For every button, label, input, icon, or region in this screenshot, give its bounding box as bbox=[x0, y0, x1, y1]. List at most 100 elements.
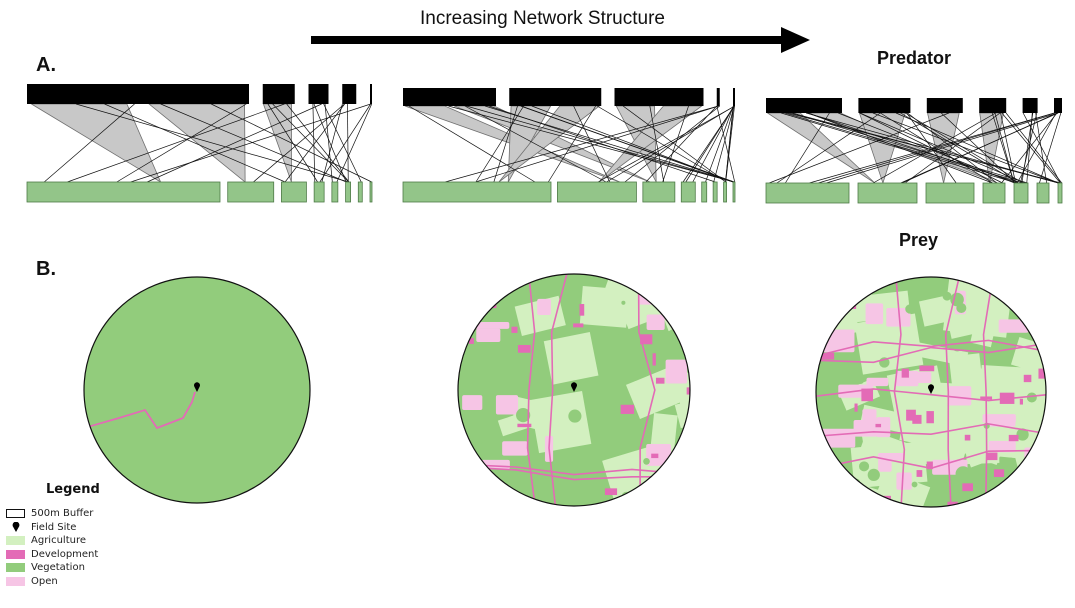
development-patch bbox=[652, 353, 656, 366]
development-patch bbox=[901, 368, 909, 378]
open-patch bbox=[646, 314, 665, 330]
interaction-link bbox=[791, 112, 1028, 184]
prey-node bbox=[982, 182, 1006, 204]
open-patch bbox=[537, 298, 551, 316]
agriculture-patch bbox=[963, 366, 999, 405]
interaction-link bbox=[408, 105, 536, 183]
development-patch bbox=[1023, 374, 1032, 383]
predator-node bbox=[342, 84, 357, 104]
agriculture-patch bbox=[860, 404, 937, 440]
vegetation-patch bbox=[568, 409, 582, 423]
interaction-link bbox=[475, 105, 524, 183]
arrow-shaft bbox=[311, 36, 783, 44]
open-patch bbox=[473, 322, 510, 329]
road bbox=[982, 277, 994, 507]
road bbox=[526, 274, 536, 506]
interaction-link bbox=[1039, 112, 1062, 184]
development-patch bbox=[579, 304, 585, 316]
interaction-link bbox=[787, 112, 1062, 184]
development-patch bbox=[1008, 434, 1019, 442]
agriculture-patch bbox=[543, 332, 599, 385]
vegetation-patch bbox=[956, 302, 967, 314]
open-patch bbox=[866, 377, 889, 387]
legend-item-development: Development bbox=[6, 548, 146, 562]
legend-label-open: Open bbox=[31, 575, 58, 587]
vegetation-patch bbox=[942, 291, 952, 301]
interaction-link bbox=[488, 105, 716, 183]
prey-node bbox=[357, 181, 363, 203]
vegetation-patch bbox=[1007, 457, 1014, 464]
road bbox=[84, 391, 196, 431]
vegetation-patch bbox=[643, 458, 650, 465]
open-patch bbox=[948, 386, 972, 406]
road bbox=[816, 388, 1046, 402]
predator-node bbox=[1054, 98, 1062, 113]
predator-node bbox=[27, 84, 249, 104]
legend: Legend 500m Buffer Field Site Agricultur… bbox=[6, 482, 146, 588]
prey-node bbox=[1057, 182, 1063, 204]
vegetation-patch bbox=[867, 468, 880, 482]
predator-node bbox=[1022, 98, 1038, 113]
legend-label-development: Development bbox=[31, 548, 99, 560]
landscape-map-3 bbox=[815, 276, 1047, 508]
predator-node bbox=[262, 84, 295, 104]
open-patch bbox=[687, 476, 690, 492]
vegetation-patch bbox=[621, 300, 626, 305]
interaction-link bbox=[880, 112, 993, 184]
interaction-link bbox=[267, 103, 318, 183]
agriculture-patch bbox=[1028, 490, 1046, 507]
interaction-link bbox=[685, 105, 735, 183]
interaction-link bbox=[464, 105, 607, 183]
interaction-link bbox=[445, 105, 719, 183]
interaction-link bbox=[705, 105, 734, 183]
development-patch bbox=[964, 434, 971, 441]
development-patch bbox=[1019, 398, 1023, 405]
interaction-link bbox=[596, 105, 727, 183]
development-patch bbox=[912, 414, 922, 424]
prey-node bbox=[26, 181, 221, 203]
open-patch bbox=[821, 428, 856, 448]
landscape-map-1 bbox=[83, 276, 311, 504]
interaction-link bbox=[1001, 112, 1061, 184]
development-patch bbox=[604, 488, 618, 496]
interaction-link bbox=[725, 105, 735, 183]
open-patch bbox=[998, 319, 1029, 333]
interaction-link bbox=[645, 105, 718, 183]
legend-label-buffer: 500m Buffer bbox=[31, 508, 94, 520]
prey-node bbox=[1013, 182, 1029, 204]
interaction-link bbox=[900, 112, 1019, 184]
open-patch bbox=[865, 303, 884, 325]
development-patch bbox=[517, 344, 531, 353]
panel-b-label: B. bbox=[36, 258, 56, 280]
interaction-link bbox=[272, 103, 349, 183]
interaction-link bbox=[808, 112, 993, 184]
interaction-link bbox=[716, 105, 736, 183]
open-patch bbox=[1033, 503, 1046, 507]
interaction-wedge bbox=[30, 103, 162, 183]
predator-node bbox=[926, 98, 963, 113]
development-patch bbox=[517, 423, 532, 428]
development-patch bbox=[875, 423, 882, 428]
road bbox=[944, 277, 960, 507]
development-patch bbox=[511, 326, 518, 333]
interaction-wedge bbox=[262, 103, 292, 183]
predator-node bbox=[370, 84, 372, 104]
open-patch bbox=[1010, 284, 1022, 306]
food-web-networks bbox=[26, 84, 1063, 204]
development-patch bbox=[906, 409, 916, 421]
field-site-pin-icon bbox=[928, 384, 934, 394]
prey-node bbox=[369, 181, 373, 203]
interaction-link bbox=[649, 105, 665, 183]
vegetation-patch bbox=[955, 466, 971, 482]
predator-node bbox=[858, 98, 911, 113]
interaction-link bbox=[900, 112, 1059, 184]
prey-node bbox=[765, 182, 850, 204]
predator-node bbox=[766, 98, 842, 113]
interaction-link bbox=[606, 105, 735, 183]
interaction-link bbox=[347, 103, 349, 183]
buffer-swatch bbox=[6, 509, 25, 519]
interaction-link bbox=[312, 103, 316, 183]
interaction-link bbox=[1035, 112, 1047, 184]
prey-node bbox=[402, 181, 552, 203]
development-patch bbox=[919, 365, 935, 372]
